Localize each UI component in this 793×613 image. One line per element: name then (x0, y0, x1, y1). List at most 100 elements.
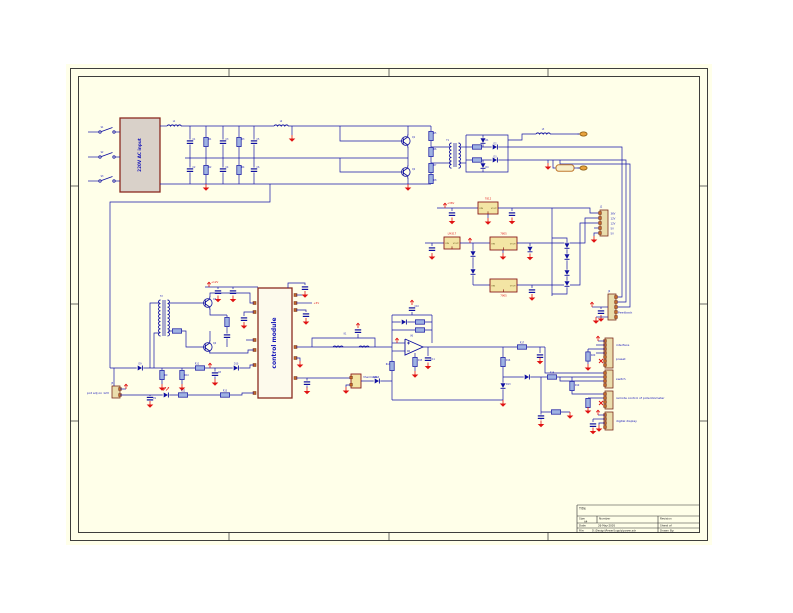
schematic-label: R12 (181, 390, 186, 393)
schematic-label: Feedback (618, 311, 633, 315)
svg-text:12V: 12V (611, 217, 616, 221)
svg-text:R4: R4 (242, 166, 246, 169)
resistor-symbol (585, 398, 591, 408)
wire (296, 357, 301, 361)
svg-text:7905: 7905 (500, 294, 507, 298)
wire (110, 364, 254, 369)
svg-text:digital display: digital display (616, 419, 637, 423)
ground-icon (296, 361, 304, 368)
schematic-label: C11 (431, 358, 436, 361)
svg-text:R18: R18 (550, 372, 555, 375)
svg-text:D13: D13 (506, 383, 511, 386)
resistor-symbol (236, 165, 242, 175)
switch-symbol (98, 127, 116, 134)
schematic-label: R5 (434, 132, 438, 135)
diode-symbol (162, 392, 170, 398)
svg-text:C3: C3 (226, 138, 230, 141)
capacitor-symbol (424, 356, 432, 362)
schematic-label: Q1 (412, 136, 416, 139)
schematic-label: R7 (434, 164, 438, 167)
wire (559, 377, 605, 382)
ground-icon (342, 387, 350, 394)
wire (209, 309, 227, 316)
capacitor-symbol (536, 353, 544, 359)
svg-text:R15: R15 (418, 359, 423, 362)
ground-icon (595, 425, 603, 432)
resistor-symbol (585, 351, 591, 362)
schematic-label: 7812 (485, 197, 492, 201)
ground-icon (424, 362, 432, 370)
schematic-label: J1 (599, 206, 603, 209)
transformer-symbol (158, 299, 170, 337)
schematic-label: R8 (434, 179, 438, 182)
capacitor-symbol (302, 312, 310, 318)
svg-text:thermostat: thermostat (364, 375, 380, 379)
svg-text:Q4: Q4 (213, 342, 217, 345)
capacitor-symbol (250, 139, 258, 145)
schematic-label: C4 (226, 166, 230, 169)
inductor-symbol (273, 124, 289, 127)
ac-input-block (119, 117, 161, 193)
control-module-block (252, 287, 298, 399)
schematic-label: +5V (314, 301, 320, 305)
svg-text:D3: D3 (493, 156, 497, 159)
svg-text:D9: D9 (138, 363, 142, 366)
power-port-icon (207, 362, 213, 368)
transistor-symbol (401, 165, 411, 179)
ground-icon (428, 253, 436, 260)
ground-icon (544, 163, 552, 170)
resistor-symbol (415, 327, 425, 333)
wire (508, 146, 623, 298)
capacitor-symbol (508, 211, 516, 217)
svg-text:J1: J1 (599, 206, 603, 209)
diode-symbol (491, 144, 499, 150)
resistor-symbol (551, 409, 561, 415)
wire (544, 347, 605, 374)
sheet-frame (70, 68, 708, 541)
power-port-icon (595, 335, 601, 341)
ground-icon (178, 384, 186, 391)
svg-text:VIN: VIN (445, 243, 449, 245)
diode-symbol (232, 365, 240, 371)
power-port-icon (355, 322, 361, 328)
svg-text:T2: T2 (160, 295, 163, 298)
diode-symbol (373, 378, 381, 384)
schematic-label: C8 (218, 371, 222, 374)
svg-text:+12V: +12V (211, 280, 218, 284)
inductor-symbol (166, 124, 182, 127)
svg-text:36V: 36V (611, 212, 616, 216)
svg-text:LM317: LM317 (448, 232, 457, 236)
schematic-label: remote control of potentiometer (616, 396, 665, 400)
diode-symbol (564, 269, 570, 277)
schematic-label: L1 (173, 120, 176, 123)
title-block: Title Size A4 Number Revision Date 26-Ma… (576, 504, 700, 533)
schematic-label: R6 (434, 148, 438, 151)
svg-text:S1: S1 (101, 126, 104, 129)
svg-text:Q1: Q1 (412, 136, 416, 139)
connector (603, 369, 614, 389)
ground-icon (537, 420, 545, 428)
date-label: Date (579, 524, 586, 528)
schematic-label: preset (616, 357, 626, 361)
schematic-label: LM317 (448, 232, 457, 236)
terminal (577, 165, 588, 171)
capacitor-symbol (301, 285, 309, 291)
capacitor-symbol (537, 414, 545, 420)
svg-text:R6: R6 (434, 148, 438, 151)
schematic-label: R9 (165, 374, 169, 377)
capacitor-symbol (240, 316, 248, 322)
inductor-symbol (535, 132, 551, 135)
wire (287, 282, 306, 288)
svg-text:J2: J2 (607, 290, 611, 293)
wire (153, 332, 160, 368)
diode-symbol (400, 319, 408, 325)
svg-text:J3: J3 (110, 382, 114, 385)
power-port-icon (394, 337, 400, 343)
svg-text:S2: S2 (101, 151, 104, 154)
svg-text:K1: K1 (344, 333, 347, 336)
svg-text:R14: R14 (386, 363, 391, 366)
transistor-symbol (203, 340, 213, 354)
